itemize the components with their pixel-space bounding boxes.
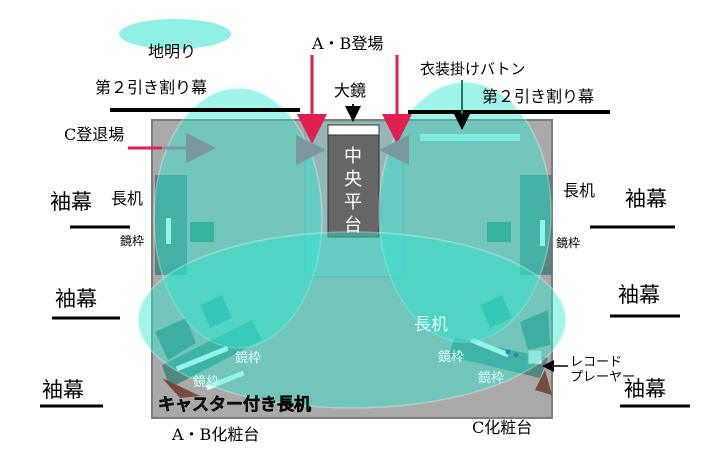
costume-batten-bar	[420, 134, 520, 141]
label-desk-center: 長机	[414, 315, 448, 335]
label-sode-left-1: 袖幕	[50, 190, 92, 214]
label-mirror-frame-lower-4: 鏡枠	[478, 371, 504, 386]
right-desk-item	[487, 222, 511, 242]
label-sode-right-2: 袖幕	[618, 283, 660, 307]
label-costume-batten: 衣装掛けバトン	[420, 60, 525, 78]
label-desk-left: 長机	[111, 189, 143, 208]
label-center-platform-1: 中	[344, 146, 362, 167]
label-mirror-frame-lower-3: 鏡枠	[438, 350, 464, 365]
light-ellipse-right	[378, 81, 552, 343]
right-mirror-bar	[540, 220, 545, 246]
label-record-player-1: レコード	[570, 355, 622, 370]
label-ab-entrance: A・B登場	[311, 34, 383, 53]
label-center-platform-4: 台	[344, 215, 362, 236]
label-record-player-2: プレーヤー	[570, 370, 635, 385]
light-ellipse-top-left-label	[119, 19, 231, 49]
label-mirror-frame-lower-1: 鏡枠	[235, 351, 261, 366]
label-c-dressing-table: C化粧台	[472, 418, 532, 437]
label-big-mirror: 大鏡	[334, 81, 366, 100]
label-center-platform-3: 平	[344, 192, 362, 213]
label-center-platform-2: 央	[344, 169, 362, 190]
c-dressing-table-group	[448, 295, 552, 395]
label-second-curtain-left: 第２引き割り幕	[95, 78, 207, 97]
big-mirror	[327, 124, 380, 136]
label-mirror-frame-right-upper: 鏡枠	[556, 235, 580, 250]
label-sode-left-3: 袖幕	[42, 378, 84, 402]
left-desk-item	[190, 222, 214, 242]
label-sode-right-1: 袖幕	[625, 187, 667, 211]
label-c-entrance: C登退場	[64, 125, 124, 144]
ab-dressing-table-group	[155, 295, 262, 398]
label-sode-left-2: 袖幕	[55, 287, 97, 311]
light-ellipse-bottom	[137, 231, 567, 409]
left-mirror-bar	[166, 218, 171, 244]
label-mirror-frame-left-upper: 鏡枠	[120, 233, 144, 248]
label-desk-right: 長机	[563, 181, 595, 200]
label-mirror-frame-lower-2: 鏡枠	[193, 375, 219, 390]
label-jiakari: 地明り	[148, 42, 196, 61]
label-caster-desk: キャスター付き長机	[158, 394, 311, 415]
label-ab-dressing-table: A・B化粧台	[171, 425, 259, 444]
right-wing-block	[520, 175, 552, 275]
label-second-curtain-right: 第２引き割り幕	[482, 87, 594, 106]
label-sode-right-3: 袖幕	[624, 377, 666, 401]
